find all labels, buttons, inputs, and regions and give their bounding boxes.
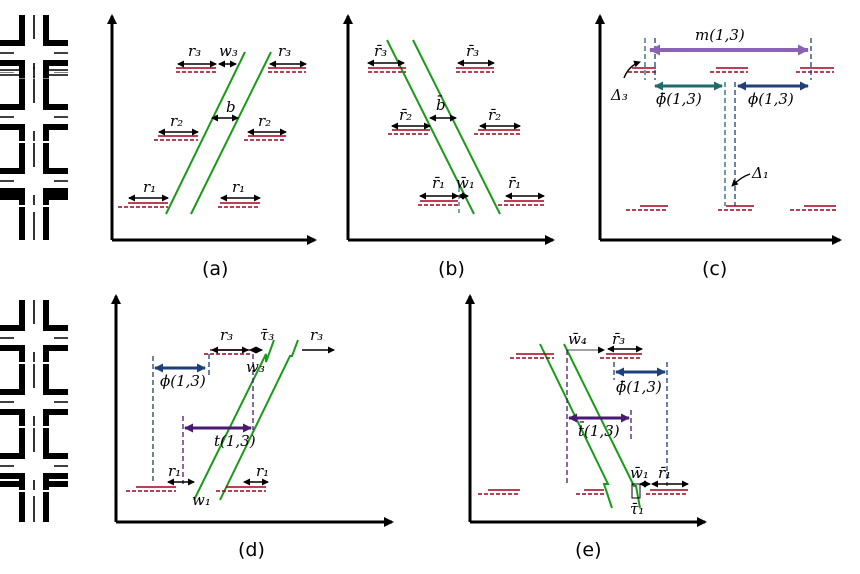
label-e-r3: r̄₃ xyxy=(612,330,625,348)
label-e-w4: w̄₄ xyxy=(568,330,587,348)
label-c-delta1: Δ₁ xyxy=(751,164,769,182)
pointer-c-delta1 xyxy=(731,173,751,187)
label-b-r2-left: r̄₂ xyxy=(399,106,412,124)
dashed-guides-c xyxy=(644,38,812,206)
label-a-r2-right: r₂ xyxy=(258,112,271,130)
arrows-d xyxy=(167,346,335,486)
label-a-r3-left: r₃ xyxy=(188,42,201,60)
axes-e xyxy=(465,294,707,527)
label-b-r3-left: r̄₃ xyxy=(374,42,387,60)
pointer-c-delta3 xyxy=(623,60,641,79)
panel-d: r₃ τ̄₃ r₃ w₃ ϕ(1,3) t(1,3) r₁ r₁ w₁ (d) xyxy=(0,294,394,561)
dashed-guides-d xyxy=(152,354,254,484)
label-d-w1: w₁ xyxy=(192,491,211,509)
road-map-icon-d xyxy=(0,300,68,490)
axes-d xyxy=(111,294,394,527)
label-b-r3-right: r̄₃ xyxy=(466,42,479,60)
label-d-t13: t(1,3) xyxy=(214,432,256,450)
red-segments-e xyxy=(478,353,688,495)
road-map-icon-a xyxy=(0,15,68,205)
axes-a xyxy=(107,14,317,245)
arrows-b xyxy=(367,59,545,200)
label-d-w3: w₃ xyxy=(246,358,265,376)
label-e-t13: t̄(1,3) xyxy=(578,422,620,440)
label-d-r1-right: r₁ xyxy=(256,462,269,480)
panel-b: r̄₃ r̄₃ b̄ r̄₂ r̄₂ r̄₁ w̄₁ r̄₁ (b) xyxy=(343,14,555,280)
caption-d: (d) xyxy=(238,539,265,561)
dashed-guides-e xyxy=(566,350,668,486)
caption-a: (a) xyxy=(202,258,228,280)
caption-c: (c) xyxy=(702,258,727,280)
label-d-r1-left: r₁ xyxy=(168,462,181,480)
label-c-phi13: ϕ(1,3) xyxy=(748,90,794,108)
green-trajectories-a xyxy=(165,51,272,215)
label-e-w1: w̄₁ xyxy=(630,464,649,482)
label-c-phibar13: ϕ̄(1,3) xyxy=(656,90,702,108)
label-b-w1: w̄₁ xyxy=(456,174,475,192)
label-d-tau3: τ̄₃ xyxy=(260,326,274,344)
arrows-a xyxy=(128,60,307,202)
label-b-r1-right: r̄₁ xyxy=(508,174,521,192)
label-a-r2-left: r₂ xyxy=(170,112,183,130)
red-segments-c xyxy=(626,67,836,211)
label-e-phibar13: ϕ̄(1,3) xyxy=(616,378,662,396)
axes-b xyxy=(343,14,555,245)
road-map-icon-d-tail xyxy=(0,481,68,522)
label-c-m13: m(1,3) xyxy=(695,26,745,44)
tau1-box-e xyxy=(631,483,641,499)
label-d-r3: r₃ xyxy=(220,326,233,344)
label-b-b: b̄ xyxy=(436,96,446,114)
label-d-r3-right: r₃ xyxy=(310,326,323,344)
panel-a: r₃ w₃ r₃ b r₂ r₂ r₁ r₁ (a) xyxy=(0,14,317,280)
panel-c: m(1,3) Δ₃ ϕ̄(1,3) ϕ(1,3) Δ₁ (c) xyxy=(595,14,842,280)
label-b-r1-left: r̄₁ xyxy=(432,174,445,192)
label-e-r1: r̄₁ xyxy=(658,464,671,482)
road-map-icon-a-tail xyxy=(0,194,68,240)
panel-e: w̄₄ r̄₃ ϕ̄(1,3) t̄(1,3) w̄₁ r̄₁ τ̄₁ (e) xyxy=(465,294,707,561)
label-a-r1-left: r₁ xyxy=(143,178,156,196)
label-c-delta3: Δ₃ xyxy=(610,86,628,104)
axes-c xyxy=(595,14,842,245)
arrows-e xyxy=(566,345,689,488)
caption-b: (b) xyxy=(438,258,465,280)
label-a-w3: w₃ xyxy=(219,42,238,60)
label-d-phi13: ϕ(1,3) xyxy=(160,372,206,390)
caption-e: (e) xyxy=(575,539,602,561)
label-b-r2-right: r̄₂ xyxy=(488,106,501,124)
label-a-b: b xyxy=(226,98,236,116)
red-segments-a xyxy=(118,67,306,208)
label-e-tau1: τ̄₁ xyxy=(630,500,644,518)
label-a-r1-right: r₁ xyxy=(232,178,245,196)
label-a-r3-right: r₃ xyxy=(278,42,291,60)
red-segments-b xyxy=(368,67,544,206)
